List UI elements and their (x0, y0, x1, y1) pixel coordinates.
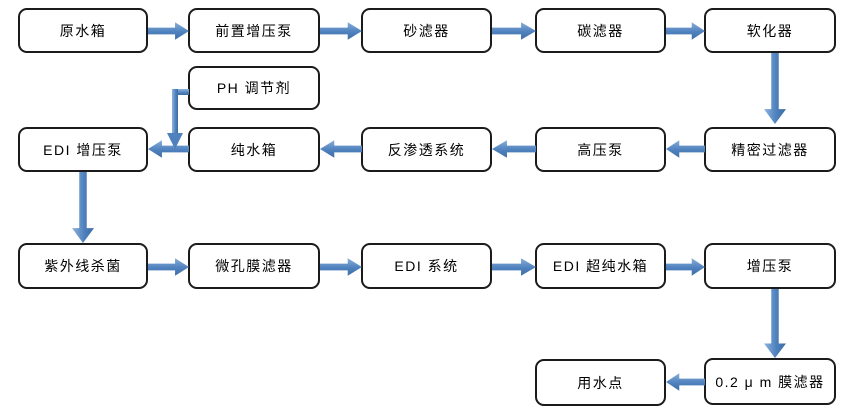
node-membrane-filter-0-2um: 0.2 μ m 膜滤器 (704, 358, 836, 405)
arrow-booster-pump-to-membrane-filter-0-2um (764, 289, 786, 358)
arrow-raw-water-tank-to-pre-booster-pump (148, 22, 189, 40)
node-point-of-use: 用水点 (535, 359, 666, 406)
node-pure-water-tank: 纯水箱 (188, 127, 320, 172)
arrow-ph-regulator-elbow-horizontal (172, 89, 189, 95)
arrow-edi-system-to-edi-ultrapure-water-tank (492, 258, 536, 276)
arrow-ro-system-to-pure-water-tank (320, 140, 362, 158)
node-raw-water-tank: 原水箱 (18, 8, 148, 53)
node-ro-system: 反渗透系统 (361, 127, 492, 172)
arrow-edi-booster-pump-to-uv-sterilizer (72, 172, 94, 243)
arrow-ph-regulator-elbow-vertical (172, 89, 178, 134)
arrow-sand-filter-to-carbon-filter (492, 22, 536, 40)
node-edi-ultrapure-water-tank: EDI 超纯水箱 (535, 243, 666, 289)
node-carbon-filter: 碳滤器 (535, 8, 666, 53)
node-softener: 软化器 (704, 8, 836, 53)
node-uv-sterilizer: 紫外线杀菌 (18, 243, 148, 289)
arrow-pre-booster-pump-to-sand-filter (320, 22, 362, 40)
node-edi-system: EDI 系统 (361, 243, 492, 289)
arrow-microporous-membrane-filter-to-edi-system (320, 258, 362, 276)
node-pre-booster-pump: 前置增压泵 (188, 8, 320, 53)
node-precision-filter: 精密过滤器 (704, 127, 836, 172)
arrow-uv-sterilizer-to-microporous-membrane-filter (148, 258, 189, 276)
arrow-softener-to-precision-filter (764, 53, 786, 124)
arrow-precision-filter-to-high-pressure-pump (666, 140, 705, 158)
node-booster-pump: 增压泵 (704, 243, 836, 289)
node-edi-booster-pump: EDI 增压泵 (18, 127, 148, 172)
node-sand-filter: 砂滤器 (361, 8, 492, 53)
node-microporous-membrane-filter: 微孔膜滤器 (188, 243, 320, 289)
arrow-high-pressure-pump-to-ro-system (492, 140, 536, 158)
arrow-edi-ultrapure-water-tank-to-booster-pump (666, 258, 705, 276)
arrow-carbon-filter-to-softener (666, 22, 705, 40)
arrow-ph-regulator-elbow-head (167, 133, 183, 149)
arrow-membrane-filter-0-2um-to-point-of-use (666, 373, 705, 391)
node-high-pressure-pump: 高压泵 (535, 127, 666, 172)
node-ph-regulator: PH 调节剂 (188, 66, 320, 110)
